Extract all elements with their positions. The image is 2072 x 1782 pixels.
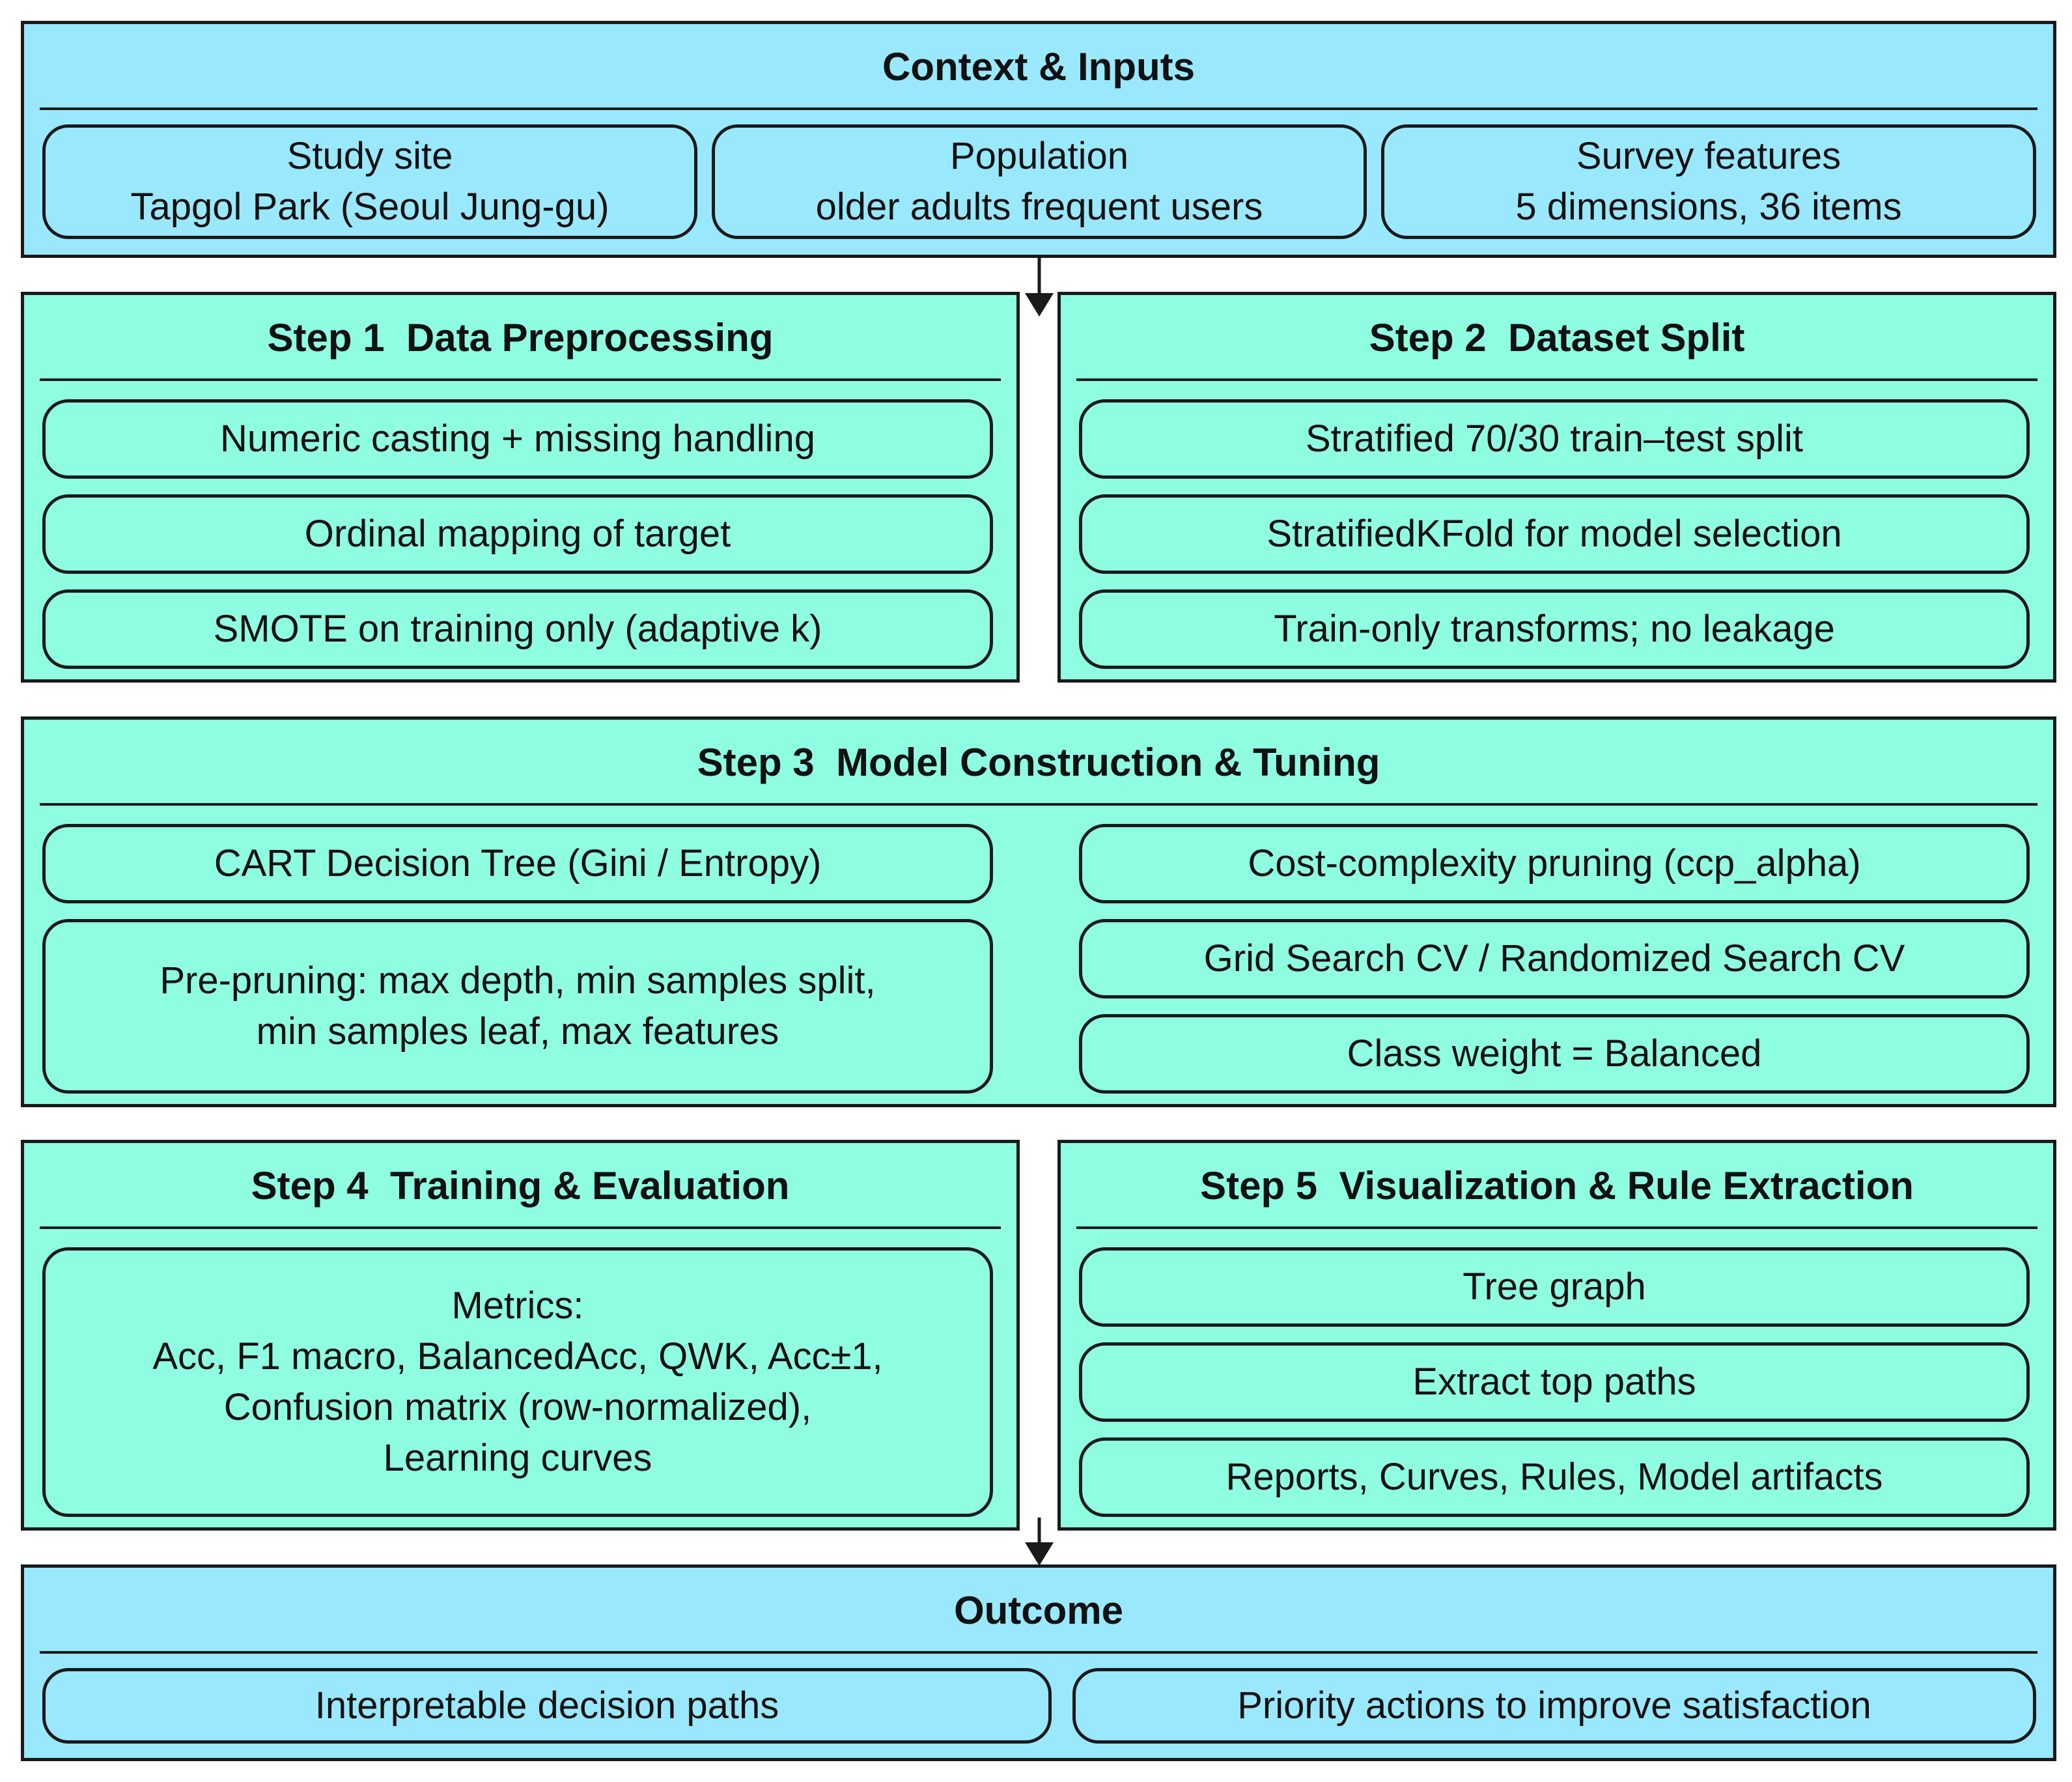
step1-panel: Step 1 Data Preprocessing Numeric castin…: [21, 292, 1020, 683]
grid-search-box: Grid Search CV / Randomized Search CV: [1079, 919, 2030, 998]
step2-title: Step 2 Dataset Split: [1369, 316, 1745, 360]
reports-artifacts-box: Reports, Curves, Rules, Model artifacts: [1079, 1437, 2030, 1517]
metrics-box: Metrics: Acc, F1 macro, BalancedAcc, QWK…: [42, 1247, 993, 1517]
cart-decision-tree-box: CART Decision Tree (Gini / Entropy): [42, 824, 993, 903]
context-inputs-panel: Context & Inputs Study site Tapgol Park …: [21, 21, 2056, 258]
class-weight-box: Class weight = Balanced: [1079, 1014, 2030, 1094]
smote-box: SMOTE on training only (adaptive k): [42, 589, 993, 669]
step3-title: Step 3 Model Construction & Tuning: [697, 741, 1380, 784]
arrow-steps-to-outcome: [1025, 1518, 1054, 1566]
step3-divider: [40, 803, 2037, 806]
survey-features-box: Survey features 5 dimensions, 36 items: [1381, 124, 2036, 239]
context-inputs-title: Context & Inputs: [882, 45, 1195, 89]
step3-panel: Step 3 Model Construction & Tuning CART …: [21, 716, 2056, 1107]
cost-complexity-pruning-box: Cost-complexity pruning (ccp_alpha): [1079, 824, 2030, 903]
context-inputs-divider: [40, 107, 2037, 110]
step4-divider: [40, 1226, 1001, 1229]
tree-graph-box: Tree graph: [1079, 1247, 2030, 1327]
outcome-title: Outcome: [953, 1589, 1124, 1632]
step1-title: Step 1 Data Preprocessing: [267, 316, 774, 360]
step4-panel: Step 4 Training & Evaluation Metrics: Ac…: [21, 1140, 1020, 1531]
stratified-kfold-box: StratifiedKFold for model selection: [1079, 494, 2030, 574]
population-box: Population older adults frequent users: [712, 124, 1367, 239]
train-only-transforms-box: Train-only transforms; no leakage: [1079, 589, 2030, 669]
interpretable-paths-box: Interpretable decision paths: [42, 1668, 1052, 1744]
ordinal-mapping-box: Ordinal mapping of target: [42, 494, 993, 574]
step1-divider: [40, 378, 1001, 381]
step5-title: Step 5 Visualization & Rule Extraction: [1200, 1164, 1914, 1208]
study-site-box: Study site Tapgol Park (Seoul Jung-gu): [42, 124, 697, 239]
step2-divider: [1076, 378, 2037, 381]
outcome-panel: Outcome Interpretable decision paths Pri…: [21, 1564, 2056, 1761]
priority-actions-box: Priority actions to improve satisfaction: [1072, 1668, 2036, 1744]
arrow-context-to-steps: [1025, 258, 1054, 317]
stratified-split-box: Stratified 70/30 train–test split: [1079, 399, 2030, 479]
step5-panel: Step 5 Visualization & Rule Extraction T…: [1057, 1140, 2056, 1531]
extract-top-paths-box: Extract top paths: [1079, 1342, 2030, 1422]
step5-divider: [1076, 1226, 2037, 1229]
outcome-divider: [40, 1651, 2037, 1654]
numeric-casting-box: Numeric casting + missing handling: [42, 399, 993, 479]
pre-pruning-box: Pre-pruning: max depth, min samples spli…: [42, 919, 993, 1094]
step2-panel: Step 2 Dataset Split Stratified 70/30 tr…: [1057, 292, 2056, 683]
step4-title: Step 4 Training & Evaluation: [251, 1164, 790, 1208]
